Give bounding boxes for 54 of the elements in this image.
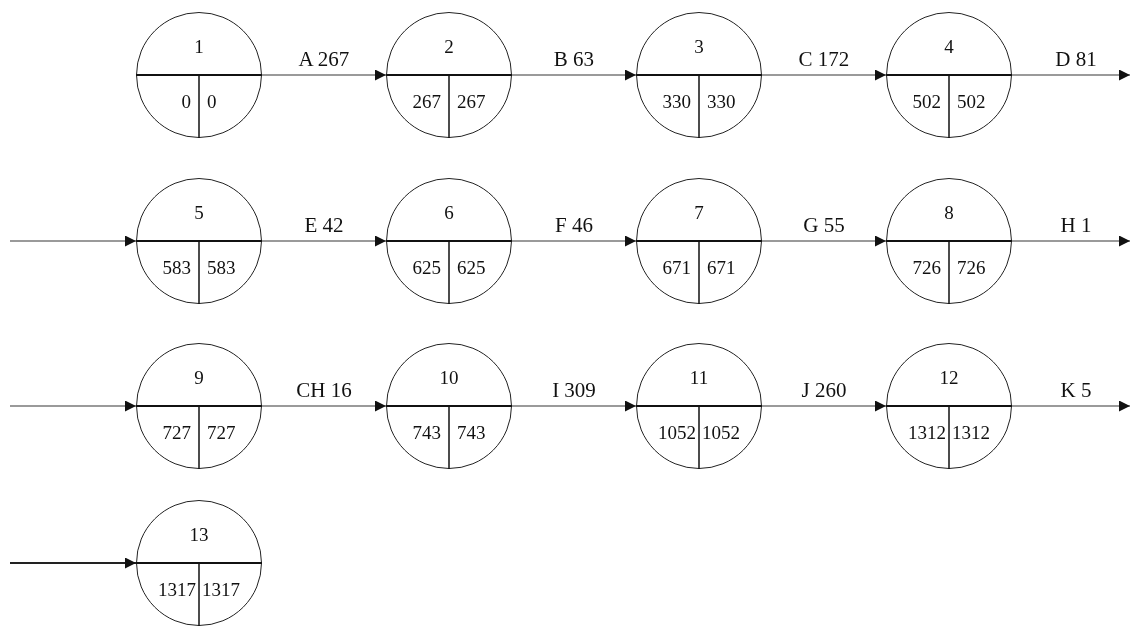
- latest-time: 267: [457, 92, 486, 111]
- event-number: 11: [689, 368, 709, 387]
- latest-time: 671: [707, 258, 736, 277]
- event-number: 6: [444, 203, 454, 222]
- event-number: 8: [944, 203, 954, 222]
- event-number: 1: [194, 37, 204, 56]
- arrow: [1012, 69, 1130, 81]
- event-number: 4: [944, 37, 954, 56]
- earliest-time: 727: [162, 423, 191, 442]
- latest-time: 727: [207, 423, 236, 442]
- latest-time: 0: [207, 92, 217, 111]
- earliest-time: 502: [912, 92, 941, 111]
- earliest-time: 743: [412, 423, 441, 442]
- latest-time: 330: [707, 92, 736, 111]
- earliest-time: 330: [662, 92, 691, 111]
- latest-time: 1052: [702, 423, 740, 442]
- event-number: 12: [939, 368, 959, 387]
- event-number: 2: [444, 37, 454, 56]
- earliest-time: 726: [912, 258, 941, 277]
- arrow: [10, 235, 136, 247]
- arrow: [762, 69, 886, 81]
- latest-time: 726: [957, 258, 986, 277]
- arrow: [762, 235, 886, 247]
- arrow: [762, 400, 886, 412]
- latest-time: 1312: [952, 423, 990, 442]
- earliest-time: 1312: [908, 423, 946, 442]
- arrow: [512, 400, 636, 412]
- earliest-time: 671: [662, 258, 691, 277]
- earliest-time: 583: [162, 258, 191, 277]
- latest-time: 583: [207, 258, 236, 277]
- event-number: 3: [694, 37, 704, 56]
- arrow: [10, 400, 136, 412]
- event-number: 10: [439, 368, 459, 387]
- latest-time: 625: [457, 258, 486, 277]
- arrow: [512, 69, 636, 81]
- arrow: [1012, 400, 1130, 412]
- arrow: [262, 235, 386, 247]
- earliest-time: 0: [181, 92, 191, 111]
- arrow: [512, 235, 636, 247]
- arrow: [1012, 235, 1130, 247]
- earliest-time: 1317: [158, 580, 196, 599]
- arrow: [10, 557, 136, 569]
- event-number: 13: [189, 525, 209, 544]
- latest-time: 1317: [202, 580, 240, 599]
- earliest-time: 625: [412, 258, 441, 277]
- event-number: 9: [194, 368, 204, 387]
- event-number: 7: [694, 203, 704, 222]
- event-number: 5: [194, 203, 204, 222]
- earliest-time: 1052: [658, 423, 696, 442]
- latest-time: 743: [457, 423, 486, 442]
- arrow: [262, 69, 386, 81]
- arrow: [262, 400, 386, 412]
- latest-time: 502: [957, 92, 986, 111]
- earliest-time: 267: [412, 92, 441, 111]
